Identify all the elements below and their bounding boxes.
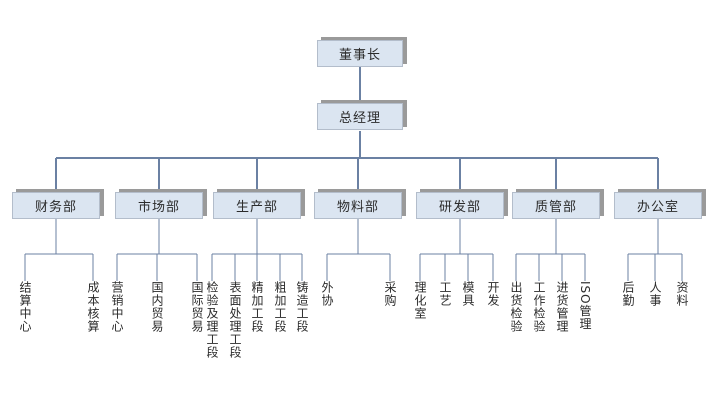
sub-iso-management: ISO管理 <box>578 281 592 331</box>
sub-surface-treatment-section: 表面处理工段 <box>228 281 242 359</box>
sub-molds: 模具 <box>461 281 475 307</box>
dept-office: 办公室 <box>614 192 702 219</box>
sub-fine-machining-section: 精加工段 <box>250 281 264 333</box>
dept-quality: 质管部 <box>512 192 600 219</box>
dept-marketing: 市场部 <box>115 192 203 219</box>
sub-marketing-center: 营销中心 <box>110 281 124 333</box>
sub-work-inspection: 工作检验 <box>532 281 546 333</box>
dept-materials: 物料部 <box>314 192 402 219</box>
sub-hr: 人事 <box>648 281 662 307</box>
sub-physico-chemical-lab: 理化室 <box>413 281 427 320</box>
sub-incoming-management: 进货管理 <box>555 281 569 333</box>
sub-casting-section: 铸造工段 <box>295 281 309 333</box>
sub-logistics: 后勤 <box>621 281 635 307</box>
node-chairman: 董事长 <box>317 40 403 67</box>
sub-process-engineering: 工艺 <box>438 281 452 307</box>
sub-domestic-trade: 国内贸易 <box>150 281 164 333</box>
sub-cost-accounting: 成本核算 <box>86 281 100 333</box>
sub-rough-machining-section: 粗加工段 <box>273 281 287 333</box>
sub-settlement-center: 结算中心 <box>18 281 32 333</box>
sub-outsourcing: 外协 <box>320 281 334 307</box>
dept-rnd: 研发部 <box>416 192 504 219</box>
node-general-manager: 总经理 <box>317 103 403 130</box>
sub-development: 开发 <box>486 281 500 307</box>
dept-finance: 财务部 <box>12 192 100 219</box>
sub-outgoing-inspection: 出货检验 <box>509 281 523 333</box>
sub-purchasing: 采购 <box>383 281 397 307</box>
sub-international-trade: 国际贸易 <box>190 281 204 333</box>
sub-documents: 资料 <box>675 281 689 307</box>
sub-inspection-handling-section: 检验及理工段 <box>205 281 219 359</box>
dept-production: 生产部 <box>213 192 301 219</box>
